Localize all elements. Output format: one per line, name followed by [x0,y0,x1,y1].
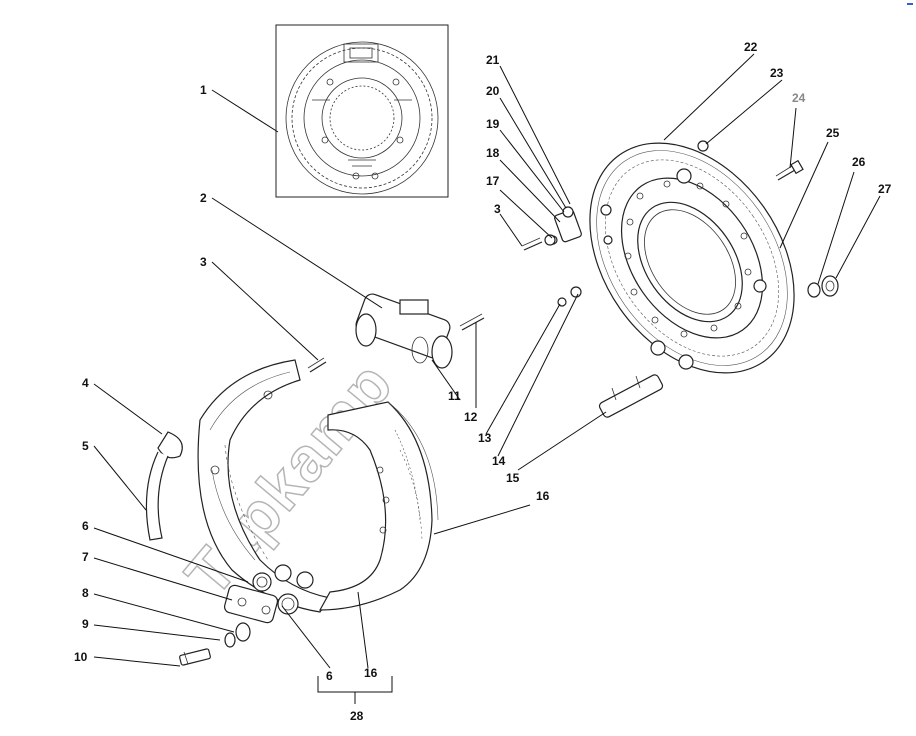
stud-15 [598,374,664,418]
callout-27: 27 [878,182,892,196]
callout-9: 9 [82,617,89,631]
bolt-12 [459,313,485,331]
bolt-3-upper [521,234,556,251]
callout-15: 15 [506,471,520,485]
callout-22: 22 [744,40,758,54]
callout-26: 26 [852,155,866,169]
washer-14 [570,286,582,298]
callout-24: 24 [792,91,806,105]
callout-6-bottom: 6 [326,669,333,683]
bolt-24 [775,159,804,181]
group-bracket-28 [317,676,393,704]
bleeder-valve-group [548,206,582,245]
callout-7: 7 [82,550,89,564]
callout-18: 18 [486,146,500,160]
callout-17: 17 [486,174,500,188]
callout-3-left: 3 [200,255,207,269]
callout-23: 23 [770,66,784,80]
callout-6-left: 6 [82,519,89,533]
callout-20: 20 [486,84,500,98]
callout-25: 25 [826,126,840,140]
callout-28: 28 [350,709,364,723]
callout-labels: 1 2 3 4 5 6 7 8 9 10 6 16 28 16 11 12 13… [74,40,892,723]
nut-23 [697,140,709,152]
brake-shoe-left [197,359,332,613]
return-spring [145,431,183,541]
inset-assembled-view [275,24,449,198]
callout-4: 4 [82,376,89,390]
callout-19: 19 [486,117,500,131]
leader-lines [93,53,881,669]
callout-21: 21 [486,53,500,67]
bolt-10 [179,648,211,666]
callout-11: 11 [448,389,461,403]
callout-1: 1 [200,83,207,97]
callout-10: 10 [74,650,88,664]
washer-26 [807,282,821,298]
callout-5: 5 [82,439,89,453]
callout-2: 2 [200,191,207,205]
brake-shoe-right [318,401,439,611]
callout-13: 13 [478,431,492,445]
nut-27 [821,275,839,297]
callout-12: 12 [464,410,478,424]
bolt-3-lower [307,357,327,373]
wheel-cylinder [355,293,453,369]
callout-16-bottom: 16 [364,666,378,680]
brake-backing-plate [589,142,795,374]
callout-14: 14 [492,454,506,468]
adjuster-parts [223,564,314,648]
callout-3-upper: 3 [494,202,501,216]
callout-16-right: 16 [536,489,550,503]
callout-8: 8 [82,586,89,600]
